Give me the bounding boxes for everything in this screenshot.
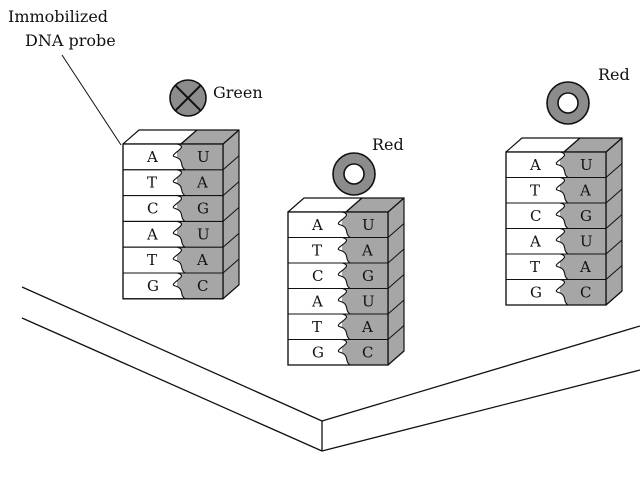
stack-1-label-text: Green [213,83,263,102]
rna-base-letter: U [197,148,210,166]
dna-cell [287,287,351,315]
dna-base-letter: G [312,343,324,361]
stack-front-outline [505,151,607,306]
rna-base-letter: C [580,283,591,301]
dna-base-letter: T [147,174,157,192]
side-divider [387,248,405,264]
rna-base-letter: G [362,267,374,285]
rna-base-letter: U [362,292,375,310]
dna-cell [505,278,569,306]
dna-base-letter: G [530,283,542,301]
red-label-ring-hole [557,92,579,114]
rna-base-letter: A [196,174,208,192]
rna-base-letter: U [580,232,593,250]
side-divider [605,290,623,306]
dna-cell [287,313,351,341]
dna-cell [505,253,569,281]
dna-cell [505,202,569,230]
dna-base-letter: C [312,267,323,285]
dna-base-letter: T [530,181,540,199]
side-divider [387,223,405,238]
rna-base-letter: C [197,277,208,295]
dna-base-letter: T [312,241,322,259]
dna-cell [287,211,351,239]
rna-base-letter: A [579,258,591,276]
stack-front-outline [287,211,389,366]
rna-base-letter: A [579,181,591,199]
dna-cell [122,246,186,274]
dna-base-letter: T [530,258,540,276]
stack-3-label-text: Red [598,65,630,84]
rna-base-letter: A [196,251,208,269]
dna-base-letter: A [146,148,158,166]
side-divider [605,239,623,255]
cross-line [174,84,202,112]
red-label-ring-hole [343,163,365,185]
dna-cell [287,236,351,264]
dna-cell [122,195,186,222]
annotation-leader [61,54,122,146]
dna-cell [505,227,569,255]
side-divider [222,284,240,300]
annotation-line-1: Immobilized [8,7,108,26]
dna-cell [505,151,569,179]
stack-front-outline [122,143,224,300]
side-divider [605,265,623,280]
side-divider [222,155,240,171]
dna-cell [122,220,186,248]
side-divider [222,181,240,196]
dna-cell [287,262,351,290]
dna-base-letter: G [147,277,159,295]
dna-cell [287,338,351,366]
dna-base-letter: C [147,200,158,218]
dna-base-letter: A [311,216,323,234]
rna-base-letter: A [361,318,373,336]
dna-base-letter: T [312,318,322,336]
chip-surface [21,286,640,452]
side-divider [387,350,405,366]
dna-cell [122,272,186,300]
rna-base-letter: U [580,156,593,174]
side-divider [605,214,623,229]
side-divider [387,299,405,315]
side-divider [605,163,623,178]
rna-base-letter: U [362,216,375,234]
dna-base-letter: A [529,156,541,174]
rna-base-letter: U [197,225,210,243]
rna-base-letter: G [197,200,209,218]
dna-cell [122,169,186,197]
dna-base-letter: C [530,207,541,225]
rna-base-letter: G [580,207,592,225]
dna-cell [122,143,186,171]
side-divider [605,188,623,204]
side-divider [387,325,405,340]
annotation-line-2: DNA probe [25,31,116,50]
dna-base-letter: A [311,292,323,310]
side-divider [222,258,240,274]
dna-cell [505,176,569,204]
stack-2-label-text: Red [372,135,404,154]
side-divider [222,207,240,222]
dna-base-letter: A [146,225,158,243]
rna-base-letter: C [362,343,373,361]
rna-base-letter: A [361,241,373,259]
dna-base-letter: A [529,232,541,250]
dna-base-letter: T [147,251,157,269]
side-divider [387,274,405,289]
side-divider [222,232,240,248]
